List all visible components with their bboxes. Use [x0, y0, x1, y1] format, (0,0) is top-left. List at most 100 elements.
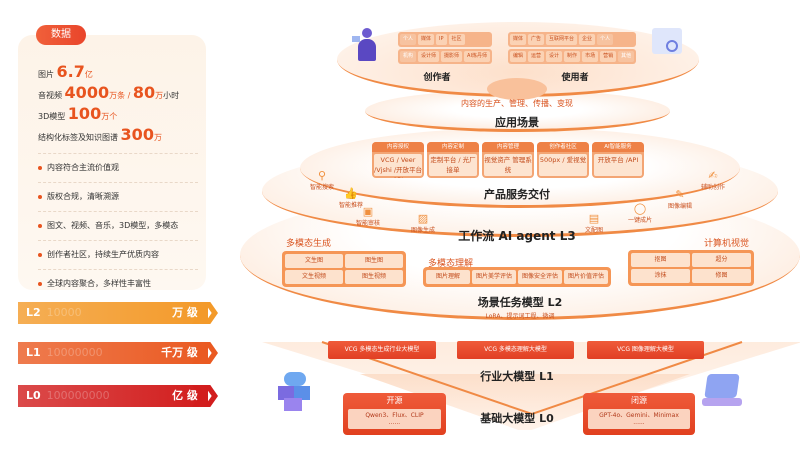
- bullet-item: 版权合规，清晰溯源: [38, 182, 198, 202]
- user-document-icon: [652, 28, 682, 54]
- level-number: 10000: [46, 306, 82, 319]
- pencil-icon: ✎: [675, 188, 685, 201]
- stat-tags: 结构化标签及知识图谱 300万: [38, 125, 162, 144]
- product-card-body: VCG / Veer /Vjshi /开放平台API: [374, 154, 423, 178]
- mouse-icon: ◯: [633, 202, 647, 215]
- open-source-more: ......: [388, 419, 401, 426]
- tool-5[interactable]: ◯ 一键成片: [627, 202, 653, 225]
- product-card-head: 内容管理: [482, 142, 534, 152]
- computer-icon: [700, 370, 744, 410]
- l1-model: VCG 多模态理解大模型: [457, 341, 574, 359]
- tag: 媒体: [510, 34, 527, 45]
- level-code: L0: [26, 389, 41, 402]
- connector-cylinder: [487, 78, 547, 100]
- tag: 互联网平台: [546, 34, 578, 45]
- tag: 其他: [618, 51, 635, 62]
- level-label: 千万 级: [161, 346, 198, 359]
- gen-item: 文生视频: [285, 270, 343, 284]
- level-label: 亿 级: [172, 389, 198, 402]
- folder-check-icon: ▣: [362, 205, 374, 218]
- tag: 个人: [597, 34, 614, 45]
- und-title: 多模态理解: [428, 259, 474, 269]
- closed-source-more: ......: [633, 419, 645, 426]
- tool-label: 图像生成: [410, 227, 436, 234]
- und-item: 图片美学评估: [472, 270, 516, 284]
- tool-1[interactable]: 👍智能推荐: [338, 188, 364, 210]
- tool-6[interactable]: ✎图像编辑: [668, 188, 692, 211]
- level-code: L1: [26, 346, 41, 359]
- gen-title: 多模态生成: [286, 239, 332, 249]
- product-card-body: 开放平台 /API: [594, 154, 642, 176]
- und-grid: 图片理解图片美学评估图像安全评估图片价值评估: [423, 267, 611, 287]
- gen-item: 文生图: [285, 254, 343, 268]
- stat-images: 图片 6.7亿: [38, 62, 93, 81]
- tag: 机构: [400, 51, 417, 62]
- l1-model: VCG 图像理解大模型: [587, 341, 704, 359]
- product-label: 产品服务交付: [484, 188, 550, 201]
- product-card: AI智能服务开放平台 /API: [592, 142, 644, 178]
- l1-label: 行业大模型 L1: [480, 370, 554, 383]
- tool-label: 一键成片: [627, 217, 653, 224]
- tool-label: 文配图: [584, 227, 604, 234]
- creator-person-icon: [352, 28, 382, 62]
- bullet-item: 全球内容聚合，多样性丰富性: [38, 269, 198, 289]
- search-icon: ⚲: [317, 169, 327, 182]
- cv-item: 抠图: [631, 253, 690, 267]
- tag: 社区: [448, 34, 465, 45]
- und-item: 图像安全评估: [518, 270, 562, 284]
- l2-label: 场景任务模型 L2: [477, 296, 563, 309]
- tag: 企业: [579, 34, 596, 45]
- tag: 市场: [582, 51, 599, 62]
- tool-label: 智能推荐: [338, 202, 364, 209]
- l3-label: 工作流 AI agent L3: [458, 229, 576, 243]
- tag: 营销: [600, 51, 617, 62]
- tag: 设计师: [418, 51, 440, 62]
- tool-label: 辅助创作: [700, 184, 726, 191]
- tool-2[interactable]: ▣ 智能审核: [355, 205, 381, 228]
- level-code: L2: [26, 306, 41, 319]
- tag: 设计: [546, 51, 563, 62]
- tool-label: 智能搜索: [309, 184, 335, 191]
- user-tags: 媒体广告互联网平台企业个人编辑运营设计制作市场营销其他: [508, 32, 637, 64]
- tag: 摄影师: [441, 51, 463, 62]
- open-source-title: 开源: [386, 396, 403, 405]
- app-label: 应用场景: [495, 116, 539, 129]
- tool-7[interactable]: ✍辅助创作: [700, 170, 726, 192]
- cv-title: 计算机视觉: [704, 239, 750, 249]
- product-card-body: 定制平台 / 光厂接单: [429, 154, 477, 176]
- product-card-head: 创作者社区: [537, 142, 589, 152]
- tag: 媒体: [418, 34, 435, 45]
- tool-3[interactable]: ▨ 图像生成: [410, 212, 436, 235]
- gen-item: 图生图: [345, 254, 403, 268]
- app-subtitle: 内容的生产、管理、传播、变现: [461, 99, 573, 108]
- product-card-body: 500px / 爱视觉: [539, 154, 587, 176]
- cv-item: 超分: [692, 253, 751, 267]
- image-icon: ▨: [417, 212, 429, 225]
- tool-4[interactable]: ▤文配图: [584, 213, 604, 235]
- tag: 个人: [400, 34, 417, 45]
- open-source-models: Qwen3、Flux、CLIP: [365, 412, 424, 419]
- open-source-box: 开源 Qwen3、Flux、CLIP......: [343, 393, 446, 435]
- bullet-item: 创作者社区，持续生产优质内容: [38, 240, 198, 260]
- tag: IP: [436, 34, 447, 45]
- bullet-item: 内容符合主流价值观: [38, 153, 198, 173]
- l0-label: 基础大模型 L0: [480, 412, 554, 425]
- tag: 运营: [528, 51, 545, 62]
- tool-label: 智能审核: [355, 220, 381, 227]
- tag: 广告: [528, 34, 545, 45]
- und-item: 图片理解: [426, 270, 470, 284]
- product-card-head: AI智能服务: [592, 142, 644, 152]
- bullet-item: 图文、视频、音乐，3D模型，多模态: [38, 211, 198, 231]
- product-card: 内容管理视觉资产 管理系统: [482, 142, 534, 178]
- l1-model: VCG 多模态生成行业大模型: [328, 341, 436, 359]
- tool-0[interactable]: ⚲ 智能搜索: [309, 169, 335, 192]
- cv-item: 修图: [692, 269, 751, 283]
- product-card: 内容定制定制平台 / 光厂接单: [427, 142, 479, 178]
- product-card-body: 视觉资产 管理系统: [484, 154, 532, 176]
- closed-source-box: 闭源 GPT-4o、Gemini、Minimax......: [583, 393, 695, 435]
